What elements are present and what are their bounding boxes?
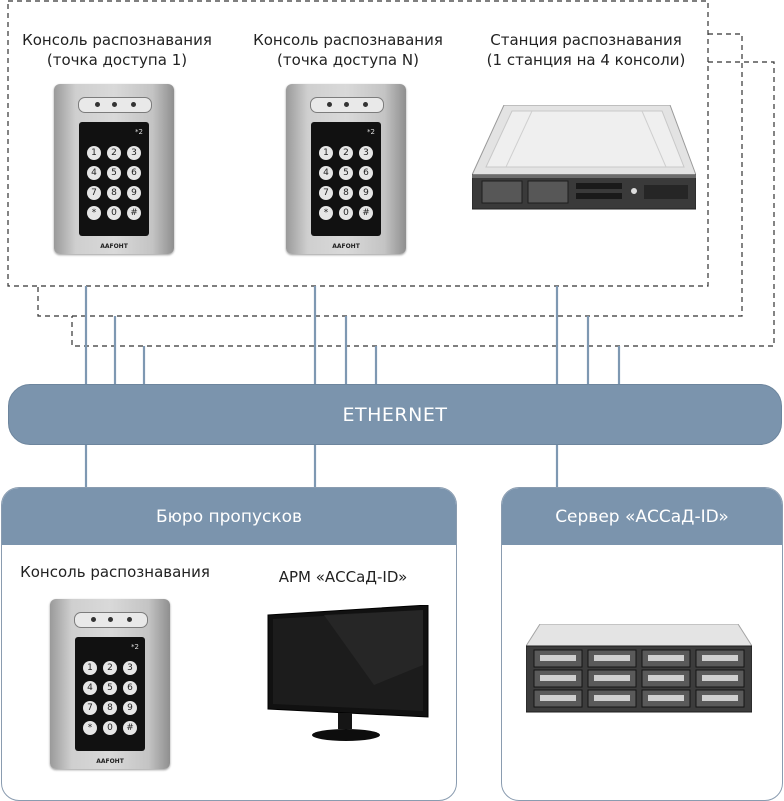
console-key: 6 xyxy=(123,681,137,695)
drive-bay-handle xyxy=(702,675,738,681)
label-console-n: Консоль распознавания (точка доступа N) xyxy=(253,31,443,69)
console-key: * xyxy=(319,206,333,220)
drive-bay-handle xyxy=(648,695,684,701)
console-key: * xyxy=(83,721,97,735)
drive-bay-handle xyxy=(648,655,684,661)
console-key: 6 xyxy=(359,166,373,180)
console-key: 1 xyxy=(87,146,101,160)
console-brand: AAFOHT xyxy=(332,243,360,250)
server-title: Сервер «АССаД-ID» xyxy=(502,488,782,545)
console-key: 0 xyxy=(339,206,353,220)
console-key: 2 xyxy=(107,146,121,160)
indicator-led xyxy=(112,102,117,107)
console-key: 8 xyxy=(339,186,353,200)
label-station: Станция распознавания (1 станция на 4 ко… xyxy=(486,31,686,69)
console-key: 7 xyxy=(83,701,97,715)
console-key: 9 xyxy=(127,186,141,200)
console-key: 3 xyxy=(127,146,141,160)
bureau-title: Бюро пропусков xyxy=(2,488,456,545)
dashed-outline-1 xyxy=(7,0,709,287)
console-key: # xyxy=(123,721,137,735)
indicator-led xyxy=(91,617,96,622)
console-key: 2 xyxy=(103,661,117,675)
console-key: 1 xyxy=(319,146,333,160)
indicator-led xyxy=(108,617,113,622)
console-key: 5 xyxy=(103,681,117,695)
bureau-console-label: Консоль распознавания xyxy=(20,563,210,581)
console-key: 7 xyxy=(319,186,333,200)
console-key: 4 xyxy=(87,166,101,180)
console-key: 8 xyxy=(107,186,121,200)
drive-bay-handle xyxy=(594,675,630,681)
label-console-1: Консоль распознавания (точка доступа 1) xyxy=(22,31,212,69)
console-key: 3 xyxy=(123,661,137,675)
indicator-led xyxy=(131,102,136,107)
console-key: 0 xyxy=(107,206,121,220)
console-key: * xyxy=(87,206,101,220)
console-key: 1 xyxy=(83,661,97,675)
indicator-led xyxy=(327,102,332,107)
drive-bay-handle xyxy=(702,655,738,661)
console-key: 4 xyxy=(319,166,333,180)
indicator-led xyxy=(344,102,349,107)
station-server-icon xyxy=(472,105,696,210)
indicator-led xyxy=(95,102,100,107)
indicator-led xyxy=(127,617,132,622)
console-key: 5 xyxy=(339,166,353,180)
console-key: 7 xyxy=(87,186,101,200)
console-status-text: *2 xyxy=(131,643,139,651)
console-status-text: *2 xyxy=(367,128,375,136)
drive-bay-handle xyxy=(540,695,576,701)
console-indicator-bar xyxy=(310,97,384,113)
console-key: 9 xyxy=(123,701,137,715)
dashed-outline-2 xyxy=(37,33,743,317)
console-brand: AAFOHT xyxy=(96,758,124,765)
drive-bay-handle xyxy=(702,695,738,701)
console-brand: AAFOHT xyxy=(100,243,128,250)
console-key: 3 xyxy=(359,146,373,160)
console-key: 5 xyxy=(107,166,121,180)
dashed-outline-3 xyxy=(71,61,775,347)
arm-label: АРМ «АССаД-ID» xyxy=(278,568,408,586)
drive-bay-handle xyxy=(594,695,630,701)
console-indicator-bar xyxy=(78,97,152,113)
console-key: # xyxy=(127,206,141,220)
console-indicator-bar xyxy=(74,612,148,628)
indicator-led xyxy=(363,102,368,107)
drive-bay-handle xyxy=(540,655,576,661)
console-status-text: *2 xyxy=(135,128,143,136)
console-key: 9 xyxy=(359,186,373,200)
storage-server-icon xyxy=(526,624,752,713)
drive-bay-handle xyxy=(594,655,630,661)
console-key: 0 xyxy=(103,721,117,735)
console-key: 8 xyxy=(103,701,117,715)
console-key: 6 xyxy=(127,166,141,180)
drive-bay-handle xyxy=(648,675,684,681)
console-key: # xyxy=(359,206,373,220)
monitor-icon xyxy=(267,605,429,741)
ethernet-bus: ETHERNET xyxy=(8,384,782,445)
console-key: 2 xyxy=(339,146,353,160)
drive-bay-handle xyxy=(540,675,576,681)
console-key: 4 xyxy=(83,681,97,695)
